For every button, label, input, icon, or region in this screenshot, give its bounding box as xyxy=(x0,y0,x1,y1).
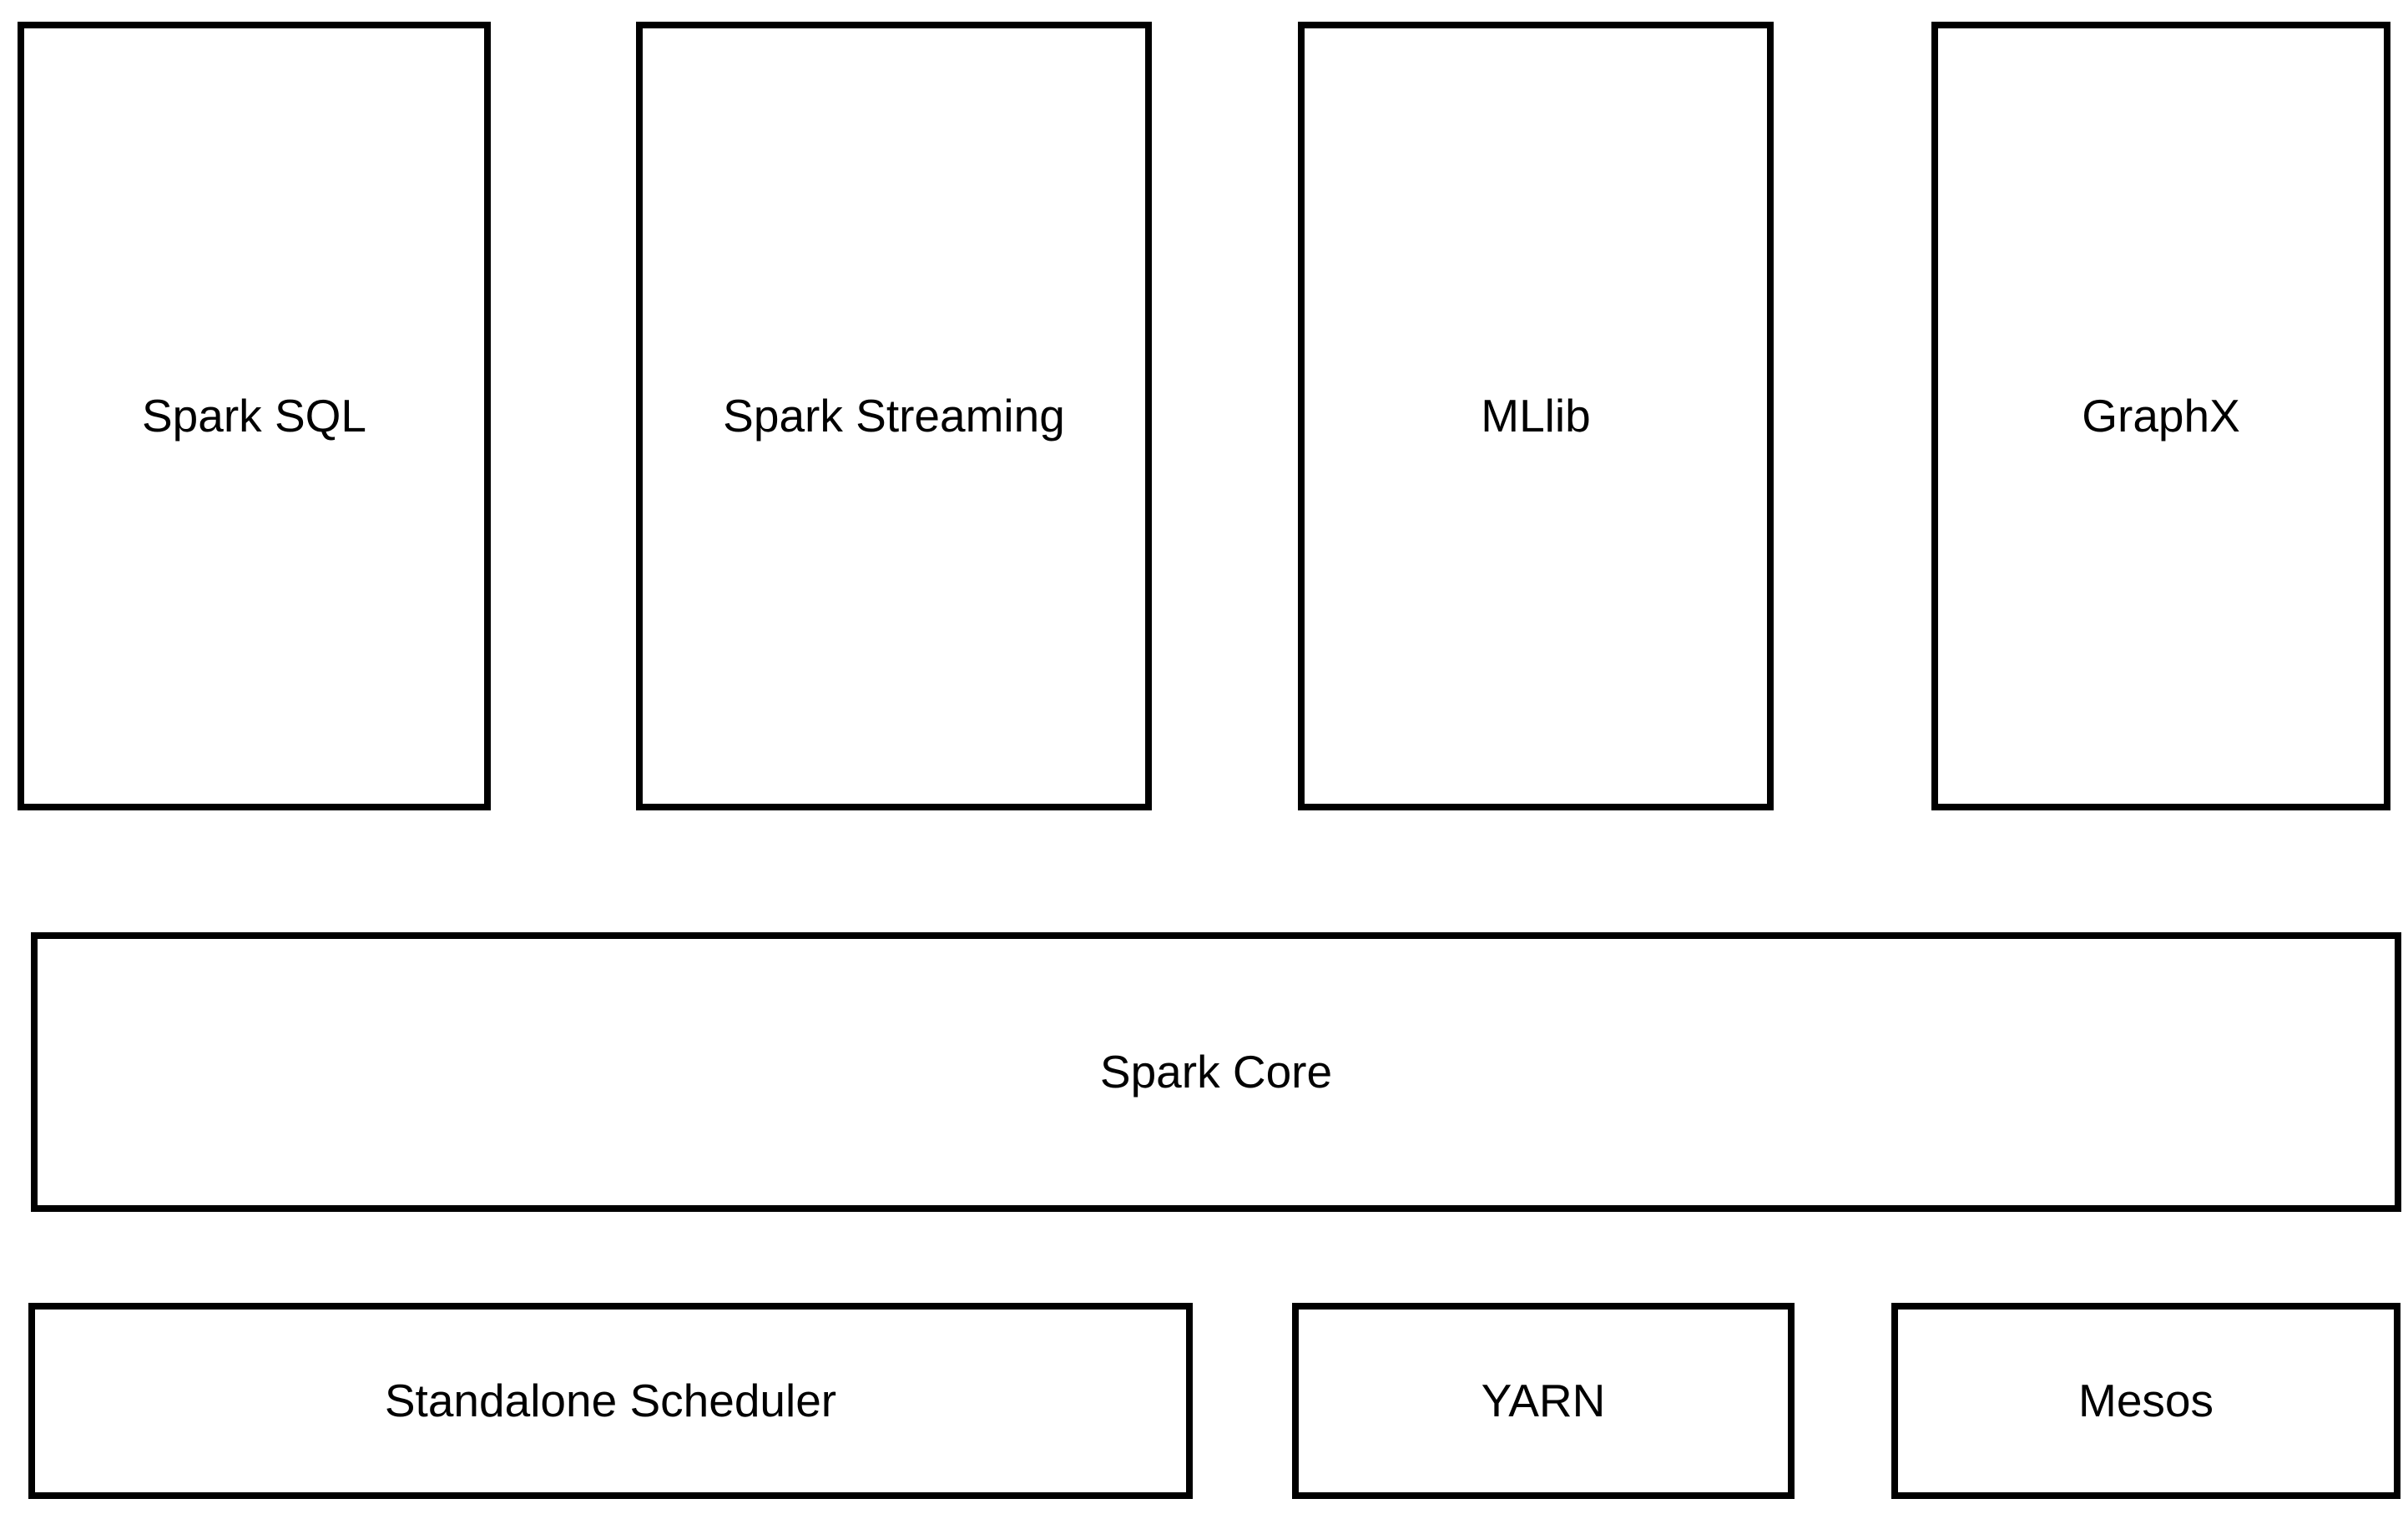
box-graphx-label: GraphX xyxy=(2082,390,2240,442)
box-mllib-label: MLlib xyxy=(1481,390,1591,442)
box-yarn: YARN xyxy=(1292,1303,1795,1499)
box-spark-core: Spark Core xyxy=(31,932,2401,1212)
box-standalone-scheduler-label: Standalone Scheduler xyxy=(384,1375,837,1426)
box-spark-streaming: Spark Streaming xyxy=(636,22,1152,810)
box-mesos-label: Mesos xyxy=(2078,1375,2214,1426)
box-mesos: Mesos xyxy=(1891,1303,2400,1499)
box-graphx: GraphX xyxy=(1931,22,2390,810)
box-spark-sql: Spark SQL xyxy=(18,22,491,810)
box-spark-streaming-label: Spark Streaming xyxy=(723,390,1065,442)
box-mllib: MLlib xyxy=(1298,22,1774,810)
box-standalone-scheduler: Standalone Scheduler xyxy=(28,1303,1193,1499)
box-spark-core-label: Spark Core xyxy=(1099,1046,1333,1098)
box-yarn-label: YARN xyxy=(1481,1375,1606,1426)
box-spark-sql-label: Spark SQL xyxy=(141,390,366,442)
